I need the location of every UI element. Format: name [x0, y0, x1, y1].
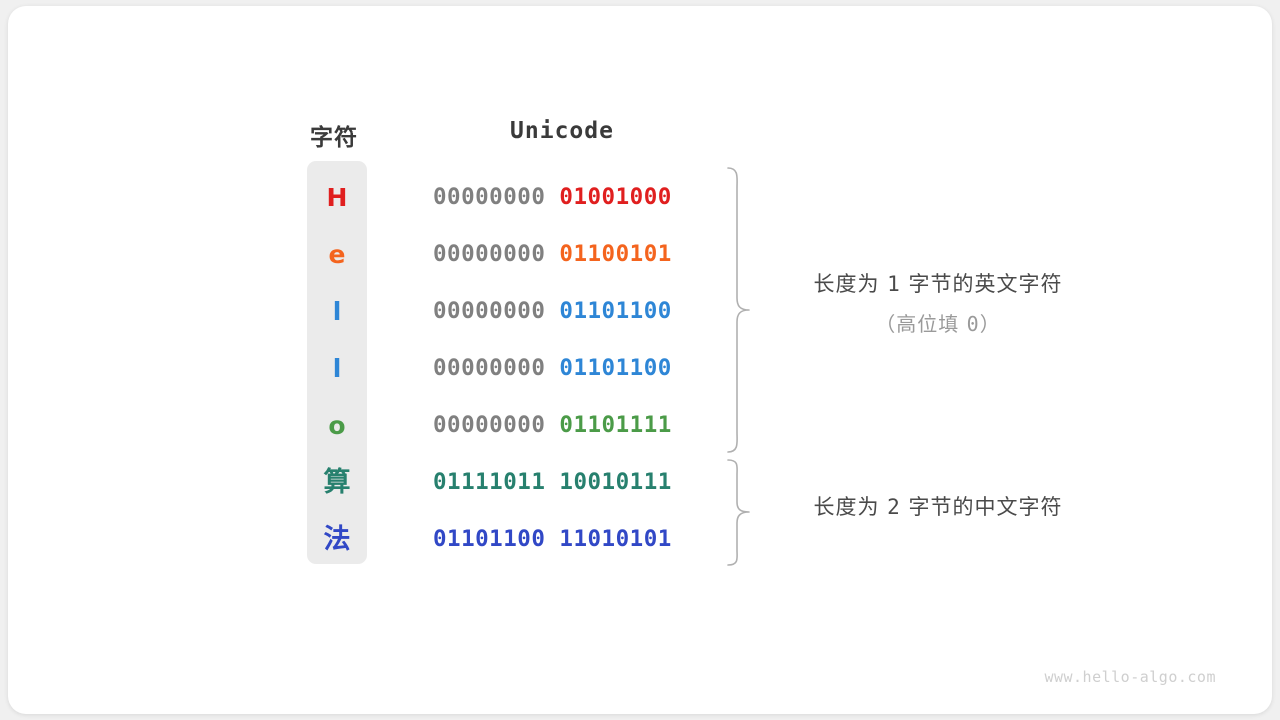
row-unicode-bits: 01111011 10010111	[433, 454, 672, 511]
table-row: l 00000000 01101100	[8, 283, 1272, 340]
annotation-two-byte: 长度为 2 字节的中文字符	[748, 491, 1128, 521]
annotation-two-byte-line1: 长度为 2 字节的中文字符	[748, 491, 1128, 521]
annotation-1-sub-prefix: （高位填	[875, 312, 967, 336]
row-unicode-bits: 00000000 01101111	[433, 397, 672, 454]
byte-separator	[545, 184, 559, 210]
high-byte: 00000000	[433, 298, 546, 324]
low-byte: 01101111	[559, 412, 672, 438]
annotation-1-suffix: 字节的英文字符	[900, 272, 1063, 296]
high-byte: 00000000	[433, 412, 546, 438]
high-byte: 01101100	[433, 526, 546, 552]
annotation-1-prefix: 长度为	[813, 272, 888, 296]
unicode-encoding-diagram: 字符 Unicode H 00000000 01001000 e 00000000 0…	[8, 6, 1272, 714]
low-byte: 11010101	[559, 526, 672, 552]
annotation-1-sub-number: 0	[966, 312, 980, 336]
annotation-one-byte-line1: 长度为 1 字节的英文字符	[748, 268, 1128, 298]
brace-two-byte	[722, 458, 756, 568]
high-byte: 00000000	[433, 355, 546, 381]
low-byte: 10010111	[559, 469, 672, 495]
high-byte: 00000000	[433, 184, 546, 210]
low-byte: 01100101	[559, 241, 672, 267]
row-character: e	[328, 240, 346, 269]
watermark: www.hello-algo.com	[1044, 668, 1216, 686]
byte-separator	[545, 241, 559, 267]
brace-one-byte	[722, 166, 756, 454]
annotation-one-byte-line2: （高位填 0）	[748, 308, 1128, 337]
row-unicode-bits: 00000000 01101100	[433, 283, 672, 340]
byte-separator	[545, 469, 559, 495]
table-row: H 00000000 01001000	[8, 169, 1272, 226]
byte-separator	[545, 526, 559, 552]
row-unicode-bits: 00000000 01101100	[433, 340, 672, 397]
annotation-one-byte: 长度为 1 字节的英文字符 （高位填 0）	[748, 268, 1128, 337]
annotation-1-sub-suffix: ）	[979, 312, 1001, 336]
annotation-2-number: 2	[887, 495, 901, 519]
low-byte: 01101100	[559, 298, 672, 324]
high-byte: 01111011	[433, 469, 546, 495]
table-row: 算 01111011 10010111	[8, 454, 1272, 511]
column-header-unicode: Unicode	[510, 118, 614, 144]
annotation-1-number: 1	[887, 272, 901, 296]
row-character: l	[332, 354, 342, 383]
table-row: e 00000000 01100101	[8, 226, 1272, 283]
table-row: 法 01101100 11010101	[8, 511, 1272, 568]
annotation-2-prefix: 长度为	[813, 495, 888, 519]
row-unicode-bits: 00000000 01001000	[433, 169, 672, 226]
row-unicode-bits: 01101100 11010101	[433, 511, 672, 568]
table-row: l 00000000 01101100	[8, 340, 1272, 397]
row-character: 算	[323, 467, 351, 498]
row-character: 法	[323, 524, 351, 555]
character-column-background	[307, 161, 367, 564]
byte-separator	[545, 298, 559, 324]
row-unicode-bits: 00000000 01100101	[433, 226, 672, 283]
figure-card: 字符 Unicode H 00000000 01001000 e 00000000 0…	[8, 6, 1272, 714]
row-character: l	[332, 297, 342, 326]
row-character: o	[328, 411, 346, 440]
annotation-2-suffix: 字节的中文字符	[900, 495, 1063, 519]
column-header-character: 字符	[310, 125, 358, 151]
low-byte: 01101100	[559, 355, 672, 381]
high-byte: 00000000	[433, 241, 546, 267]
table-row: o 00000000 01101111	[8, 397, 1272, 454]
row-character: H	[326, 183, 348, 212]
byte-separator	[545, 412, 559, 438]
byte-separator	[545, 355, 559, 381]
low-byte: 01001000	[559, 184, 672, 210]
